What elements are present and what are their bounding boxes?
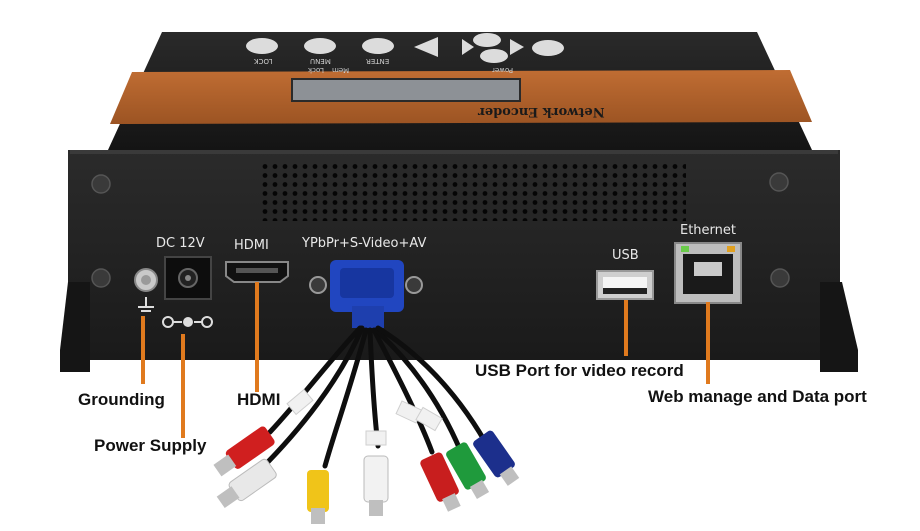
usb-port xyxy=(596,270,654,300)
component-port-label: YPbPr+S-Video+AV xyxy=(302,236,427,251)
ethernet-port xyxy=(674,242,742,304)
dc-jack xyxy=(162,256,213,328)
callout-hdmi: HDMI xyxy=(237,390,281,409)
vent-grille xyxy=(262,163,686,221)
callout-usb: USB Port for video record xyxy=(475,361,684,380)
screws xyxy=(91,172,790,288)
callout-power-supply: Power Supply xyxy=(94,436,207,455)
foot-right xyxy=(820,282,858,372)
mem-label: Mem xyxy=(332,66,350,74)
brand-text: Network Encoder xyxy=(478,104,605,119)
lcd-window xyxy=(291,78,521,102)
top-buttons xyxy=(246,33,564,63)
power-label: Power xyxy=(492,66,514,74)
enter-button-label: ENTER xyxy=(366,57,390,65)
lock-button-label: LOCK xyxy=(254,57,273,65)
foot-left xyxy=(60,282,90,372)
grounding-post xyxy=(134,268,158,312)
pointer-lines xyxy=(141,282,710,438)
hdmi-port-label: HDMI xyxy=(234,238,269,253)
usb-port-label: USB xyxy=(612,248,639,263)
menu-button-label: MENU xyxy=(310,57,331,65)
cable-tags xyxy=(286,388,443,446)
callout-grounding: Grounding xyxy=(78,390,165,409)
hdmi-port xyxy=(225,261,289,283)
callout-web: Web manage and Data port xyxy=(648,387,867,406)
dc-label: DC 12V xyxy=(156,236,205,251)
component-connector xyxy=(309,260,423,328)
rca-plugs xyxy=(213,426,520,524)
ethernet-port-label: Ethernet xyxy=(680,223,736,238)
lock-small-label: Lock xyxy=(308,66,324,74)
